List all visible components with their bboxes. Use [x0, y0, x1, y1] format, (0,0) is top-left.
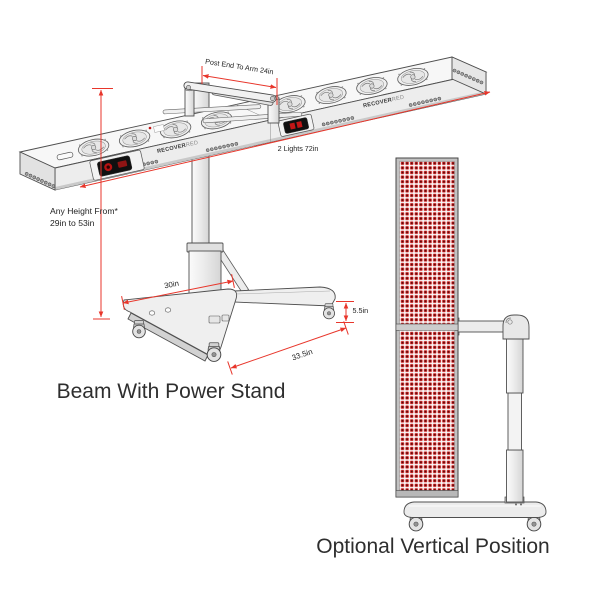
height-note-line2: 29in to 53in [50, 218, 95, 228]
base-latch [208, 315, 221, 324]
beam-left-end-face [19, 151, 56, 191]
panel-bottom-rail [395, 490, 459, 498]
dim-base-leg: 30in [121, 274, 235, 310]
handle-slot [56, 151, 74, 161]
caption-optional-vertical: Optional Vertical Position [316, 535, 549, 558]
dim-beam-length: 2 Lights 72in [79, 90, 491, 189]
base-latch [221, 314, 230, 322]
caster-icon [132, 320, 146, 339]
caster-icon [206, 342, 222, 362]
panel-post [504, 337, 525, 504]
caster-icon [323, 303, 335, 320]
panel-seam [395, 323, 459, 331]
base-hole [148, 310, 156, 316]
arm-elbow [502, 314, 530, 340]
beam-figure: RECOVERRED RECOVERRED [18, 56, 491, 403]
led-grid-upper [399, 161, 455, 325]
dim-base-height: 5.5in [336, 301, 369, 323]
dim-beam-length-label: 2 Lights 72in [278, 144, 319, 153]
led-grid-lower [399, 330, 455, 491]
power-indicator-dot [148, 126, 152, 130]
height-note-line1: Any Height From* [50, 206, 118, 216]
dim-base-height-label: 5.5in [353, 306, 369, 315]
led-panel [395, 157, 459, 498]
stand-base [122, 286, 336, 362]
mount-cylinder-left [184, 88, 195, 117]
panel-base [403, 501, 547, 532]
caption-beam-with-power-stand: Beam With Power Stand [57, 380, 286, 403]
power-stand-column [186, 242, 250, 307]
dim-height-range: Any Height From* 29in to 53in [50, 88, 118, 320]
dim-base-leg-label: 30in [163, 279, 179, 291]
vertical-panel-figure: Optional Vertical Position [316, 157, 550, 558]
base-hole [164, 307, 172, 313]
